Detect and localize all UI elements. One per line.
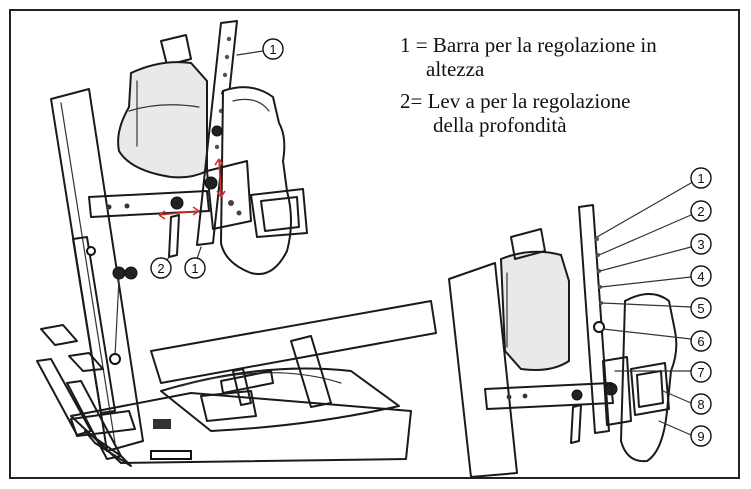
- callout-label: 9: [697, 429, 704, 444]
- seat-illustration: 1 2 1: [36, 20, 712, 477]
- callout-4: 4: [600, 265, 712, 288]
- legend: 1 = Barra per la regolazione in altezza …: [400, 33, 657, 137]
- adjust-arrows: [158, 158, 226, 220]
- diagram-frame: 1 = Barra per la regolazione in altezza …: [9, 9, 740, 479]
- callout-8: 8: [662, 390, 712, 415]
- detail-view: [448, 204, 678, 477]
- detail-holes: [595, 237, 603, 305]
- callout-label: 3: [697, 237, 704, 252]
- callout-1: 1: [596, 167, 712, 238]
- callout-3: 3: [599, 233, 712, 272]
- callout-5: 5: [601, 297, 712, 319]
- callout-label: 5: [697, 301, 704, 316]
- legend-item-1-cont: altezza: [426, 57, 485, 81]
- callout-label: 2: [697, 204, 704, 219]
- callout-lever: 2: [150, 256, 172, 279]
- callout-label: 7: [697, 365, 704, 380]
- legend-item-1: 1 = Barra per la regolazione in: [400, 33, 657, 57]
- left-callouts: 1 2 1: [150, 38, 284, 279]
- right-callouts: 1 2 3 4 5: [596, 167, 712, 447]
- legend-item-2: 2= Lev a per la regolazione: [400, 89, 631, 113]
- legend-item-2-cont: della profondità: [433, 113, 567, 137]
- callout-6: 6: [602, 328, 712, 352]
- callout-height-bar-top: 1: [236, 38, 284, 60]
- callout-label: 8: [697, 397, 704, 412]
- callout-label: 1: [269, 42, 276, 57]
- callout-label: 6: [697, 334, 704, 349]
- callout-label: 1: [697, 171, 704, 186]
- callout-7: 7: [614, 361, 712, 383]
- callout-label: 1: [191, 261, 198, 276]
- callout-height-bar-bottom: 1: [184, 246, 206, 279]
- callout-2: 2: [598, 200, 712, 256]
- lateral-support-left: [88, 20, 308, 275]
- callout-label: 4: [697, 269, 704, 284]
- callout-9: 9: [658, 420, 712, 447]
- wheelchair-frame: [36, 88, 437, 467]
- callout-label: 2: [157, 261, 164, 276]
